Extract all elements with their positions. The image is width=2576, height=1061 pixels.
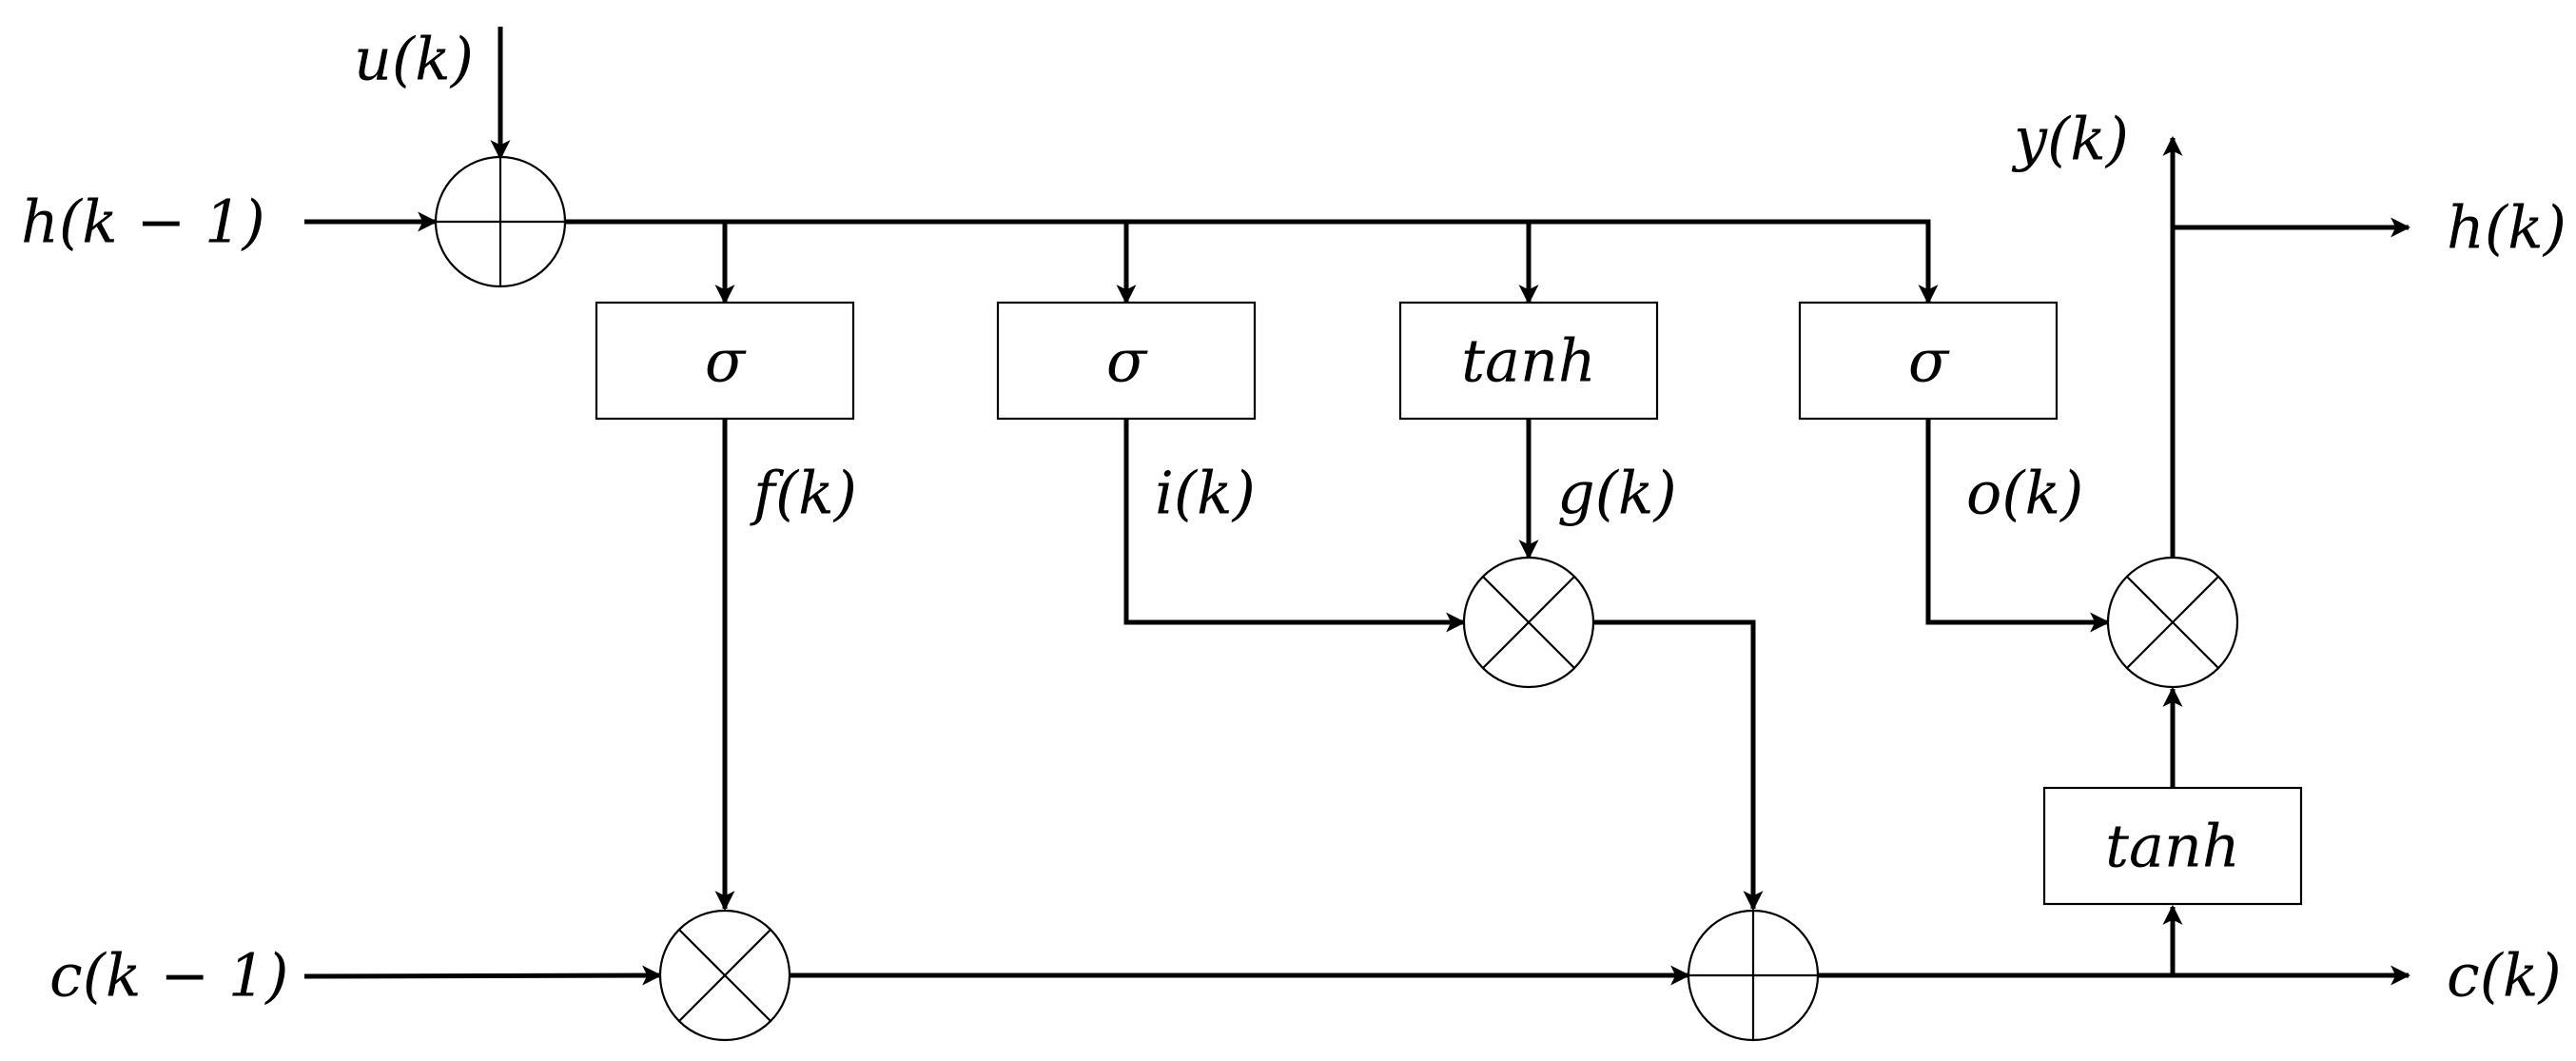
wire-input-signal: [1123, 419, 1467, 633]
label-h-prev-input: h(k − 1): [21, 187, 265, 257]
cell-tanh-box: tanh: [2042, 786, 2303, 906]
cell-adder-node: [1687, 909, 1820, 1042]
label-output-signal: o(k): [1966, 459, 2083, 528]
forget-multiplier-node: [658, 909, 791, 1042]
output-multiplier-node: [2106, 556, 2239, 689]
label-u-input: u(k): [354, 25, 474, 94]
output-gate-box: σ: [1798, 301, 2059, 421]
cell-tanh-activation: tanh: [2105, 812, 2240, 881]
label-c-output: c(k): [2447, 941, 2562, 1011]
wire-c-prev-in: [303, 965, 663, 986]
output-gate-activation: σ: [1908, 326, 1950, 396]
input-gate-box: σ: [996, 301, 1257, 421]
label-input-signal: i(k): [1155, 459, 1256, 528]
forget-gate-box: σ: [595, 301, 855, 421]
candidate-gate-activation: tanh: [1461, 326, 1596, 396]
wire-concat-bus: [565, 219, 1939, 305]
label-h-output: h(k): [2447, 193, 2566, 263]
forget-gate-activation: σ: [705, 326, 747, 396]
label-c-prev-input: c(k − 1): [49, 941, 288, 1011]
input-gate-activation: σ: [1106, 326, 1148, 396]
label-candidate-signal: g(k): [1557, 459, 1677, 528]
input-adder-node: [434, 155, 567, 288]
label-y-output: y(k): [2011, 105, 2129, 174]
label-forget-signal: f(k): [750, 459, 857, 528]
candidate-gate-box: tanh: [1398, 301, 1659, 421]
wire-output-signal: [1925, 419, 2111, 633]
wire-input-product: [1593, 619, 1764, 912]
wires: [303, 27, 2411, 986]
input-multiplier-node: [1462, 556, 1595, 689]
